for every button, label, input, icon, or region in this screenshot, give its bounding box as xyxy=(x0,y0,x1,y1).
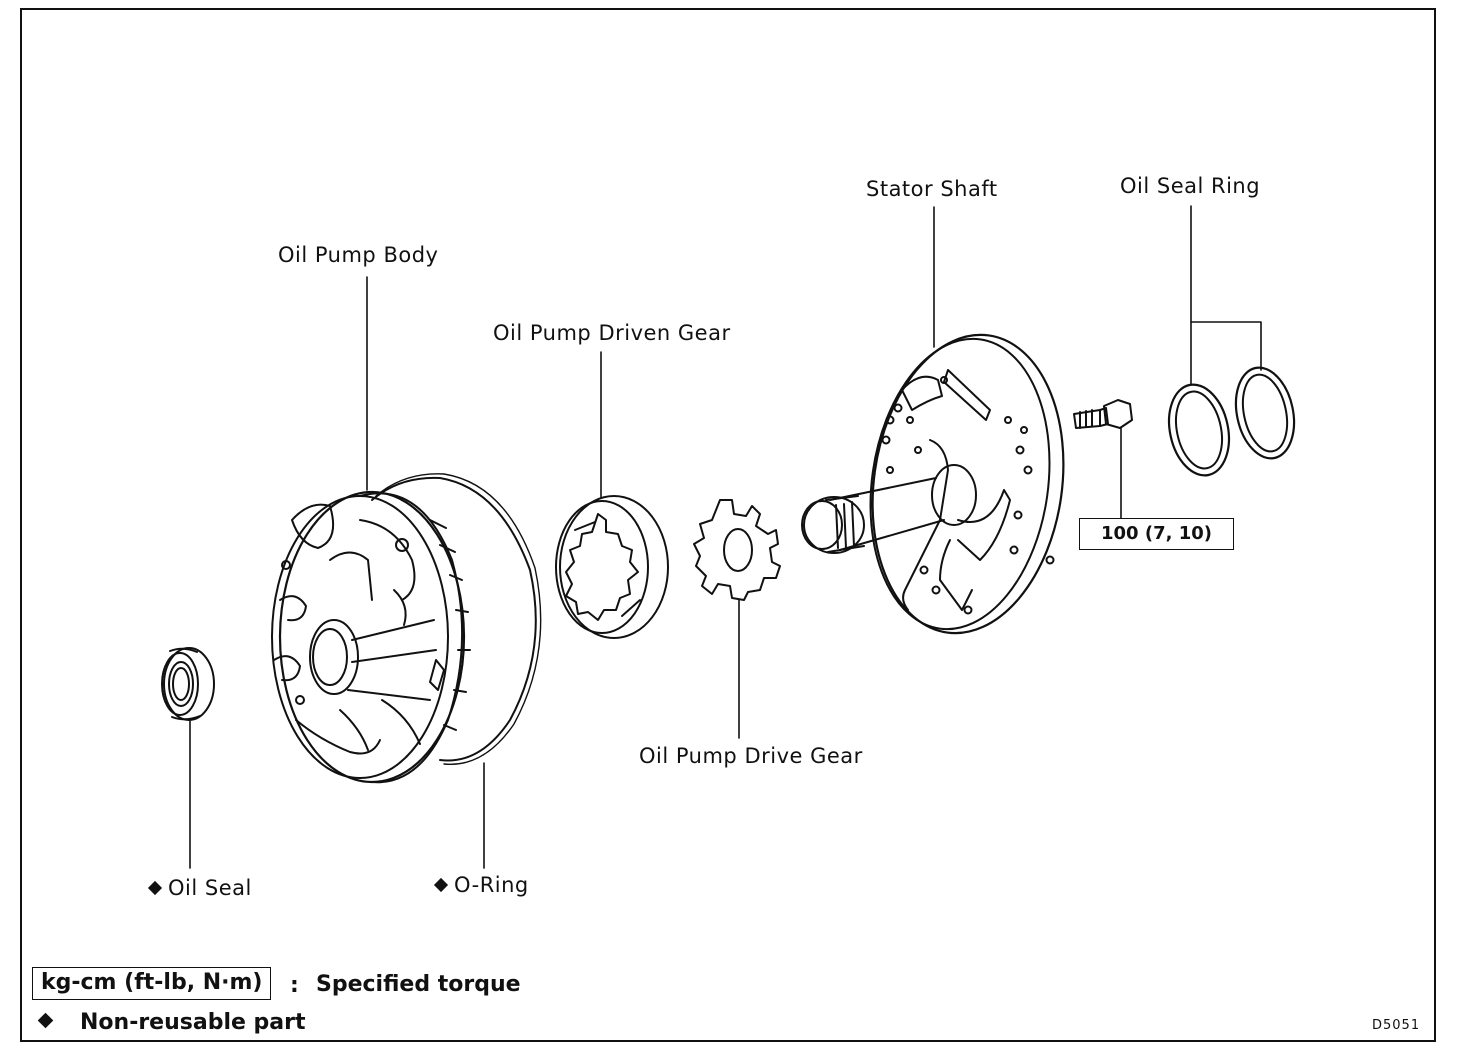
legend-unit-box: kg-cm (ft-lb, N·m) xyxy=(32,967,272,1000)
legend-specified-torque: Specified torque xyxy=(316,972,521,997)
label-oil-pump-drive-gear: Oil Pump Drive Gear xyxy=(639,744,863,768)
oil-pump-driven-gear-part xyxy=(555,495,669,639)
oil-seal-part xyxy=(161,647,215,721)
label-oil-pump-body: Oil Pump Body xyxy=(278,243,439,267)
label-stator-shaft: Stator Shaft xyxy=(866,177,998,201)
label-oil-pump-driven-gear: Oil Pump Driven Gear xyxy=(493,321,731,345)
label-oil-seal-ring: Oil Seal Ring xyxy=(1120,174,1261,198)
bolt-part xyxy=(1073,399,1133,429)
non-reusable-marker-icon xyxy=(433,877,449,893)
oil-pump-drive-gear-part xyxy=(693,499,781,601)
legend-colon: : xyxy=(290,973,299,998)
o-ring-part xyxy=(371,473,542,766)
oil-pump-body-part xyxy=(271,490,471,784)
figure-code: D5051 xyxy=(1372,1018,1421,1033)
torque-spec-box: 100 (7, 10) xyxy=(1079,518,1234,550)
legend-non-reusable: Non-reusable part xyxy=(80,1010,306,1035)
label-oil-seal-text: Oil Seal xyxy=(168,876,252,900)
non-reusable-marker-icon xyxy=(147,880,163,896)
diagram-frame xyxy=(20,8,1436,1042)
stator-shaft-part xyxy=(801,333,1065,635)
label-oil-seal: Oil Seal xyxy=(147,876,252,900)
leader-lines xyxy=(189,205,1262,869)
oil-seal-rings-part xyxy=(1167,366,1296,477)
label-o-ring-text: O-Ring xyxy=(454,873,529,897)
label-o-ring: O-Ring xyxy=(433,873,529,897)
